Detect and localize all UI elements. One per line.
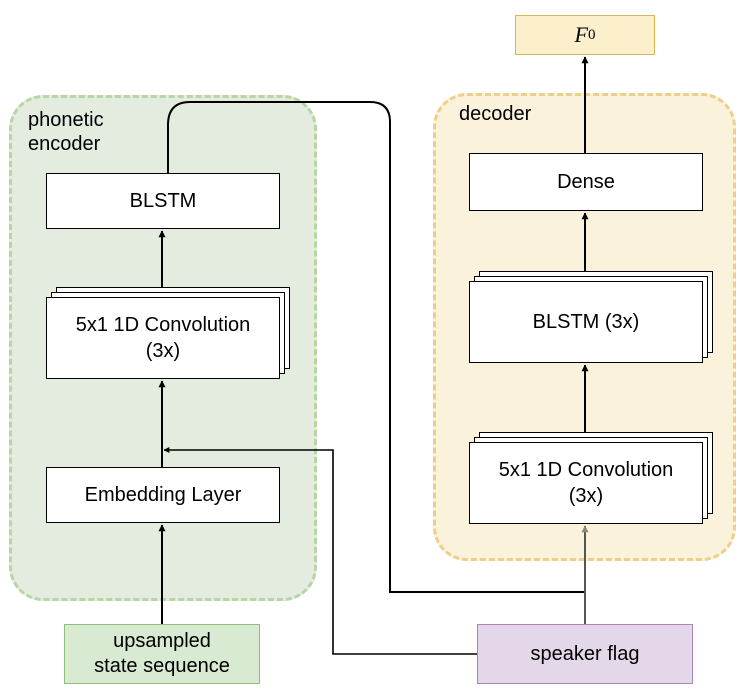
phonetic-encoder-label: phonetic encoder	[28, 109, 104, 155]
upsampled-state-sequence-input: upsampled state sequence	[64, 624, 260, 684]
encoder-conv-block: 5x1 1D Convolution (3x)	[46, 297, 280, 379]
wire-encoder-to-decoder	[167, 101, 585, 593]
f0-symbol: F	[574, 22, 588, 47]
encoder-blstm-block: BLSTM	[46, 173, 280, 229]
f0-subscript: 0	[587, 27, 596, 43]
dense-block: Dense	[469, 153, 703, 211]
decoder-conv-block: 5x1 1D Convolution (3x)	[469, 442, 703, 524]
decoder-label: decoder	[459, 103, 532, 125]
decoder-blstm-block: BLSTM (3x)	[469, 281, 703, 363]
embedding-layer-block: Embedding Layer	[46, 467, 280, 523]
arrow-speaker-to-encoder	[163, 447, 477, 655]
speaker-flag-input: speaker flag	[477, 624, 693, 684]
